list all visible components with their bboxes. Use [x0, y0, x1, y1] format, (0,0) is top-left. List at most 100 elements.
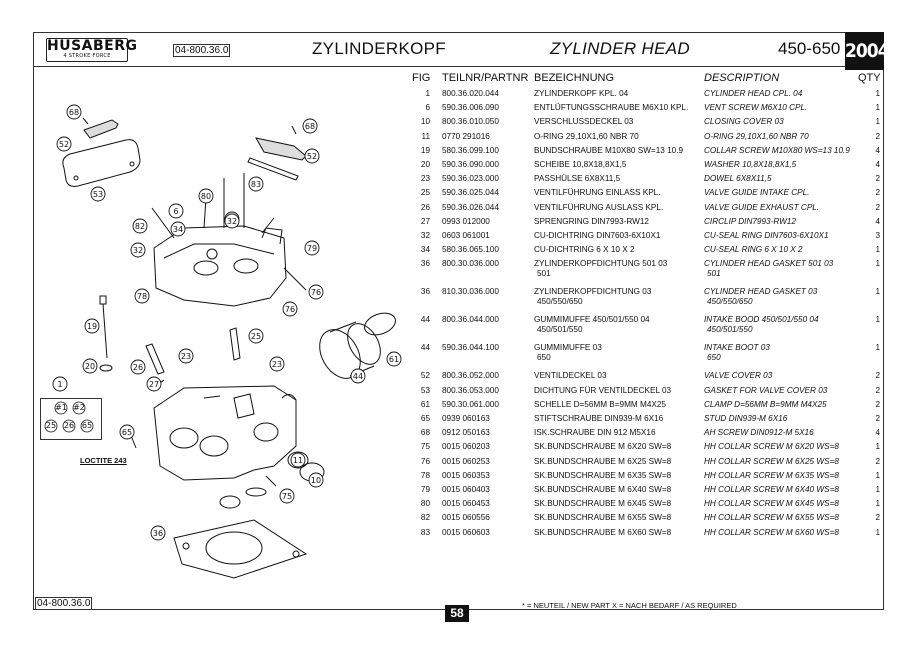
cell-fig: 80 — [420, 499, 430, 509]
cell-qty: 4 — [875, 145, 880, 155]
kit-label: #1 — [55, 403, 67, 412]
cell-pn: 0993 012000 — [442, 216, 490, 226]
cell-fig: 44 — [420, 343, 430, 353]
callout-circle — [146, 376, 162, 392]
cell-qty: 1 — [875, 89, 880, 98]
cell-en-line2: 501 — [707, 268, 721, 278]
cell-qty: 1 — [875, 315, 880, 325]
callout-circle — [304, 240, 320, 256]
cell-qty: 3 — [875, 231, 880, 240]
cell-de: STIFTSCHRAUBE DIN939-M 6X16 — [534, 414, 664, 423]
callout-circle — [269, 356, 285, 372]
cell-de-line2: 501 — [537, 268, 551, 278]
callout-label: 52 — [307, 152, 317, 161]
callout-circle — [282, 301, 298, 317]
callout-circle — [90, 186, 106, 202]
cell-en: CU-SEAL RING 6 X 10 X 2 — [704, 245, 803, 255]
cell-fig: 25 — [420, 188, 430, 198]
cell-en: GASKET FOR VALVE COVER 03 — [704, 385, 828, 395]
callout-circle — [308, 284, 324, 300]
cell-de: SK.BUNDSCHRAUBE M 6X45 SW=8 — [534, 499, 672, 509]
cell-de: SCHELLE D=56MM B=9MM M4X25 — [534, 399, 666, 409]
cell-de: CU-DICHTRING DIN7603-6X10X1 — [534, 231, 661, 240]
callout-label: 52 — [59, 140, 69, 149]
callout-label: 10 — [311, 476, 321, 485]
col-bezeichnung: BEZEICHNUNG — [534, 72, 615, 84]
cell-pn: 590.36.090.000 — [442, 160, 499, 169]
title-german: ZYLINDERKOPF — [312, 39, 446, 58]
cell-fig: 11 — [421, 131, 431, 141]
cell-de: VENTILDECKEL 03 — [534, 371, 607, 381]
cell-de: ENTLÜFTUNGSSCHRAUBE M6X10 KPL. — [534, 103, 689, 113]
cell-qty: 2 — [875, 188, 880, 198]
callout-circle — [279, 488, 295, 504]
cell-en: HH COLLAR SCREW M 6X60 WS=8 — [704, 527, 839, 537]
cell-pn: 590.36.044.100 — [442, 343, 499, 353]
kit-label: #2 — [73, 403, 85, 412]
cell-pn: 590.36.023.000 — [442, 174, 499, 184]
callout-label: 11 — [293, 456, 303, 465]
cell-qty: 2 — [875, 414, 880, 423]
cell-qty: 4 — [875, 216, 880, 226]
cell-en-line2: 450/501/550 — [707, 324, 753, 334]
cell-fig: 65 — [420, 414, 430, 423]
cell-fig: 10 — [420, 117, 430, 127]
cell-de: ISK.SCHRAUBE DIN 912 M5X16 — [534, 428, 656, 438]
cell-en: AH SCREW DIN0912-M 5X16 — [704, 428, 814, 438]
cell-de: CU-DICHTRING 6 X 10 X 2 — [534, 245, 635, 255]
cell-en: HH COLLAR SCREW M 6X45 WS=8 — [704, 499, 839, 509]
callout-label: 23 — [272, 360, 282, 369]
callout-circle — [178, 348, 194, 364]
cell-pn: 0015 060556 — [442, 513, 490, 523]
col-fig: FIG — [412, 72, 431, 84]
cell-de: SK.BUNDSCHRAUBE M 6X60 SW=8 — [534, 527, 672, 537]
cell-fig: 1 — [425, 89, 430, 98]
cell-qty: 2 — [875, 202, 880, 212]
callout-circle — [304, 148, 320, 164]
callout-label: 61 — [389, 355, 399, 364]
cell-qty: 2 — [875, 456, 880, 466]
cell-de: SK.BUNDSCHRAUBE M 6X55 SW=8 — [534, 513, 672, 523]
valve-cover-right — [247, 137, 307, 181]
col-partnr: TEILNR/PARTNR — [442, 72, 529, 84]
cell-de: GUMMIMUFFE 450/501/550 04 — [534, 315, 650, 325]
cell-en: HH COLLAR SCREW M 6X35 WS=8 — [704, 470, 839, 480]
cell-de: VENTILFÜHRUNG AUSLASS KPL. — [534, 202, 664, 212]
callout-circle — [52, 376, 68, 392]
o-ring-11 — [287, 451, 309, 469]
cell-pn: 800.36.053.000 — [442, 385, 499, 395]
callout-circle — [308, 472, 324, 488]
loctite-note: LOCTITE 243 — [80, 456, 127, 465]
exploded-diagram: 6852536348083823278279761925262327201651… — [52, 104, 402, 579]
callout-circle — [248, 328, 264, 344]
cell-en: VALVE COVER 03 — [704, 371, 773, 381]
callout-label: 78 — [137, 292, 147, 301]
cell-en: CU-SEAL RING DIN7603-6X10X1 — [704, 231, 829, 240]
callout-label: 34 — [173, 225, 183, 234]
cell-pn: 810.30.036.000 — [442, 287, 499, 297]
cell-de-line2: 450/501/550 — [537, 324, 583, 334]
cell-fig: 76 — [420, 456, 430, 466]
callout-label: 20 — [85, 362, 95, 371]
cell-qty: 4 — [875, 160, 880, 169]
cell-pn: 0770 291016 — [442, 131, 490, 141]
callout-circle — [84, 318, 100, 334]
cell-en: CLAMP D=56MM B=9MM M4X25 — [704, 399, 827, 409]
cylinder-head-upper — [151, 173, 307, 307]
callout-circle — [119, 424, 135, 440]
cell-de: PASSHÜLSE 6X8X11,5 — [534, 174, 621, 184]
kit-box: #1 #2 25 26 65 — [40, 398, 102, 440]
cell-de: ZYLINDERKOPF KPL. 04 — [534, 89, 629, 98]
cell-qty: 1 — [875, 527, 880, 537]
cell-qty: 1 — [875, 470, 880, 480]
cell-en: CLOSING COVER 03 — [704, 117, 784, 127]
callout-circle — [248, 176, 264, 192]
cell-fig: 79 — [420, 485, 430, 494]
cell-pn: 800.36.044.000 — [442, 315, 499, 325]
callout-circle — [224, 213, 240, 229]
callout-label: 26 — [133, 363, 143, 372]
model-range: 450-650 — [778, 39, 841, 58]
cell-de: SK.BUNDSCHRAUBE M 6X20 SW=8 — [534, 442, 672, 452]
cell-en: INTAKE BOOD 450/501/550 04 — [704, 315, 819, 325]
col-qty: QTY — [858, 72, 881, 84]
